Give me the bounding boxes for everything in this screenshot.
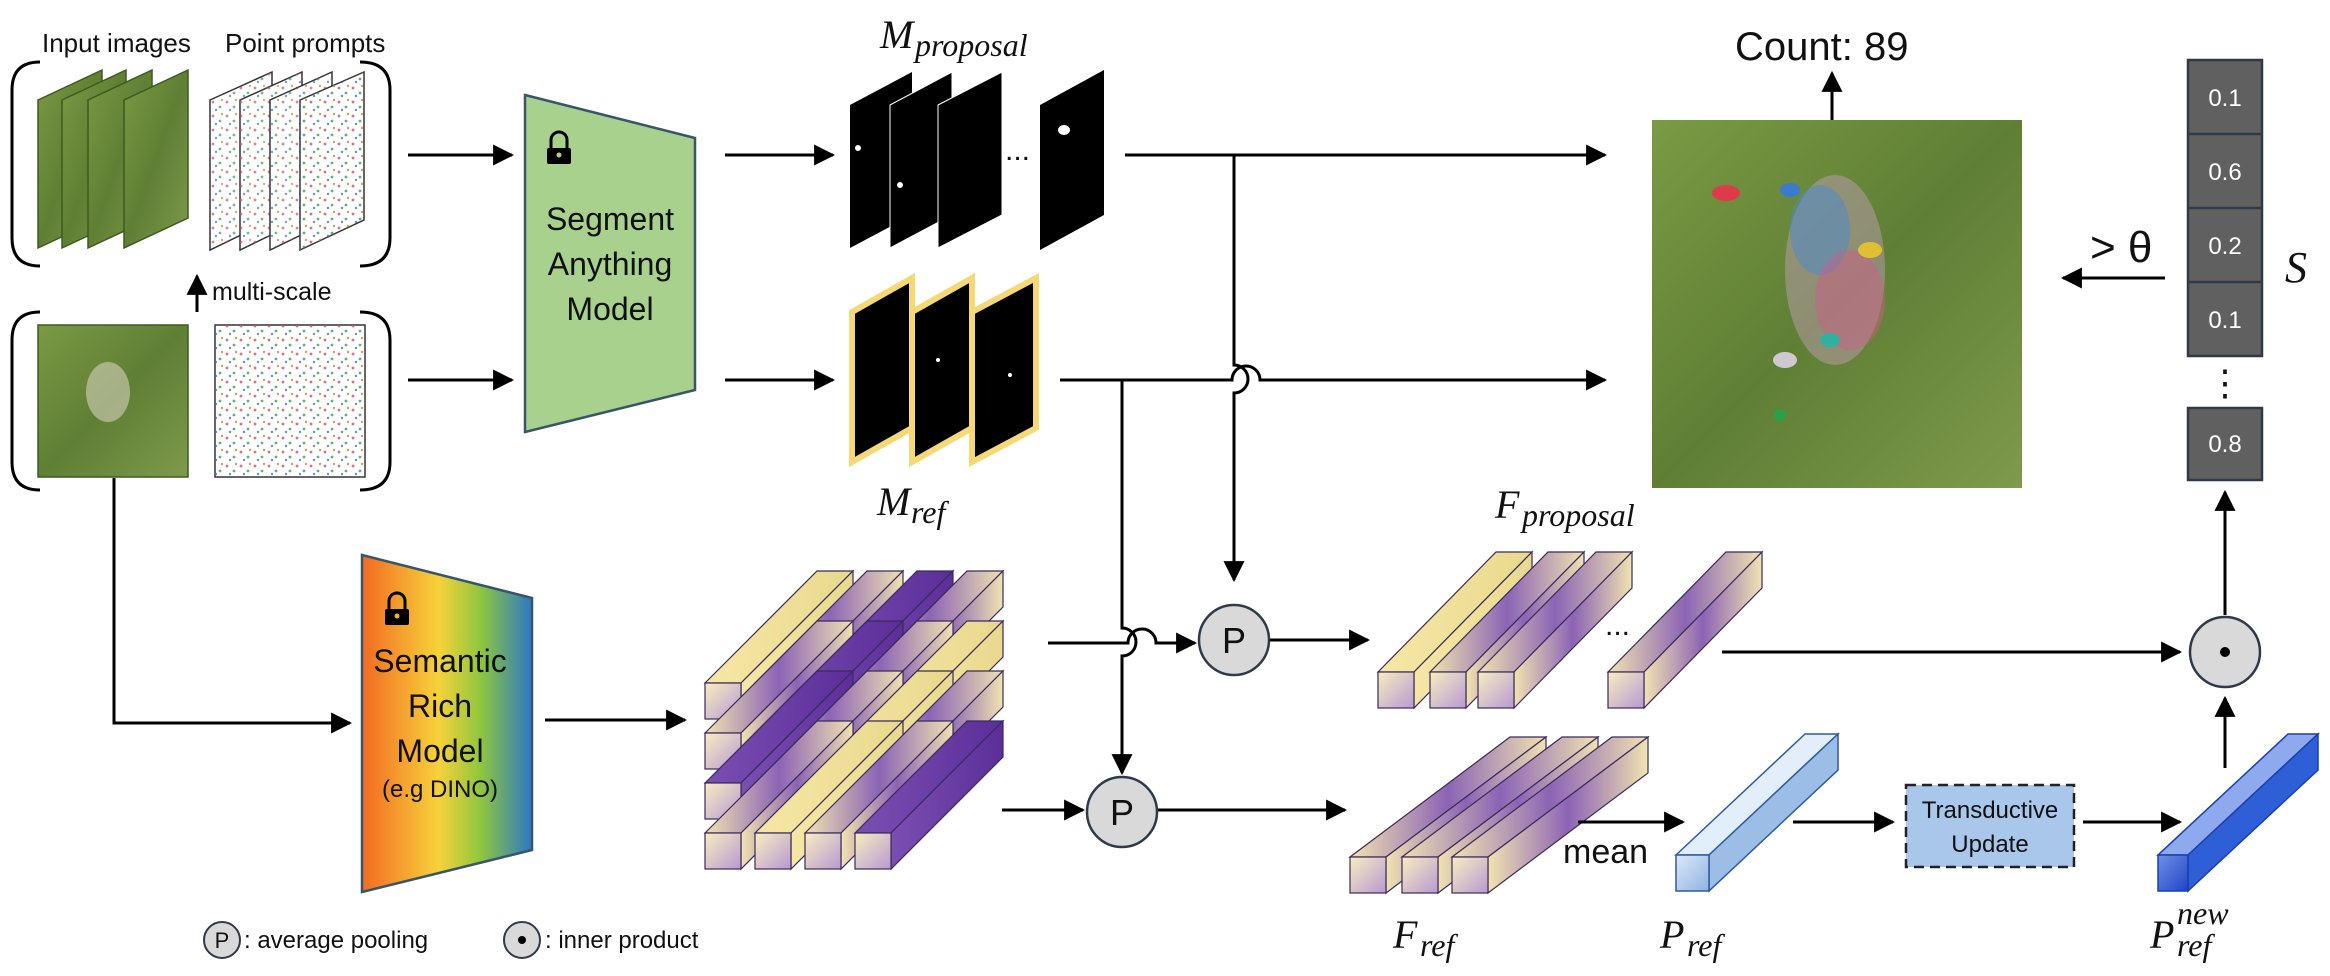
feature-bar <box>853 719 1005 871</box>
svg-text:ref: ref <box>1420 927 1458 963</box>
right-bracket-bottom <box>359 310 392 492</box>
f-ref-label: F ref <box>1392 912 1458 963</box>
sam-label-line3: Model <box>566 291 653 327</box>
score-value: 0.1 <box>2208 307 2241 334</box>
right-bracket-top <box>359 60 392 268</box>
lock-icon-srm <box>385 591 409 625</box>
score-value: 0.1 <box>2208 85 2241 112</box>
svg-text:new: new <box>2177 895 2229 931</box>
f-proposal-label: F proposal <box>1494 482 1635 533</box>
arrow-ref-to-output <box>1060 364 1608 391</box>
segmentation-output-image <box>1652 120 2022 488</box>
legend: P : average pooling : inner product <box>203 921 699 959</box>
f-proposal-features <box>1376 550 1764 710</box>
multi-scale-aerial-images <box>37 68 189 250</box>
sam-label-line1: Segment <box>546 201 674 237</box>
arrow-ref-to-pool <box>1111 380 1138 776</box>
legend-pool-icon <box>203 921 241 959</box>
p-ref-label: P ref <box>1659 912 1725 963</box>
s-label: S <box>2285 243 2307 292</box>
transductive-update-block: Transductive Update <box>1904 783 2076 869</box>
p-ref-new-prototype <box>2156 732 2320 893</box>
arrow-image-to-srm <box>112 478 353 734</box>
arrow-proposal-to-pool <box>1223 155 1250 583</box>
srm-label-line1: Semantic <box>373 643 506 679</box>
reference-image <box>37 324 189 478</box>
multi-scale-point-prompts <box>209 70 365 252</box>
svg-text:P: P <box>1222 620 1246 661</box>
threshold-label: > θ <box>2090 223 2152 272</box>
svg-text:P: P <box>1659 912 1684 957</box>
score-column: 0.1 0.6 0.2 0.1 ⋮ 0.8 <box>2186 58 2264 482</box>
sam-label-line2: Anything <box>548 246 673 282</box>
p-ref-new-label: P ref new <box>2149 895 2229 963</box>
srm-label-line4: (e.g DINO) <box>382 776 498 803</box>
average-pooling-bottom: P <box>1085 775 1159 849</box>
svg-text:Transductive: Transductive <box>1922 797 2059 824</box>
proposal-masks: ... <box>850 70 1104 250</box>
semantic-rich-model-block: Semantic Rich Model (e.g DINO) <box>360 553 534 894</box>
f-ref-features <box>1348 735 1650 895</box>
segment-anything-model-block: Segment Anything Model <box>523 93 697 434</box>
left-bracket-bottom <box>10 310 41 492</box>
feature-bar <box>1606 550 1764 710</box>
legend-pool-text: : average pooling <box>244 927 428 954</box>
input-images-label: Input images <box>42 28 191 58</box>
feature-bar <box>1476 550 1634 710</box>
svg-text:P: P <box>1110 792 1134 833</box>
svg-text:ref: ref <box>1687 927 1725 963</box>
reference-point-prompts <box>214 324 366 478</box>
svg-text:proposal: proposal <box>913 27 1028 63</box>
svg-text:M: M <box>879 12 916 57</box>
feature-map-grid <box>703 569 1005 871</box>
feature-bar <box>1450 735 1650 895</box>
score-vertical-ellipsis: ⋮ <box>2207 362 2243 403</box>
svg-text:proposal: proposal <box>1520 497 1635 533</box>
mean-label: mean <box>1563 833 1648 871</box>
score-value: 0.2 <box>2208 233 2241 260</box>
lock-icon-sam <box>547 130 571 164</box>
srm-label-line2: Rich <box>408 688 472 724</box>
score-value: 0.8 <box>2208 431 2241 458</box>
svg-text:Update: Update <box>1951 831 2028 858</box>
score-value: 0.6 <box>2208 159 2241 186</box>
m-ref-label: M ref <box>876 479 949 530</box>
inner-product-node <box>2188 615 2262 689</box>
legend-pool-symbol: P <box>215 928 230 953</box>
svg-text:F: F <box>1392 912 1418 957</box>
svg-text:ref: ref <box>911 494 949 530</box>
svg-text:M: M <box>876 479 913 524</box>
count-label: Count: 89 <box>1735 25 1908 69</box>
point-prompts-label: Point prompts <box>225 28 385 58</box>
proposal-masks-ellipsis: ... <box>1005 134 1030 167</box>
p-ref-prototype <box>1674 732 1840 893</box>
m-proposal-label: M proposal <box>879 12 1028 63</box>
svg-text:ref: ref <box>2177 927 2215 963</box>
srm-label-line3: Model <box>396 733 483 769</box>
svg-text:P: P <box>2149 912 2174 957</box>
legend-inner-text: : inner product <box>545 927 699 954</box>
average-pooling-top: P <box>1197 603 1271 677</box>
reference-masks <box>849 272 1039 468</box>
f-proposal-ellipsis: ... <box>1605 609 1630 642</box>
left-bracket-top <box>10 60 41 268</box>
arrow-features-to-pool-top <box>1048 627 1198 654</box>
multi-scale-label: multi-scale <box>212 278 331 306</box>
svg-text:F: F <box>1494 482 1520 527</box>
